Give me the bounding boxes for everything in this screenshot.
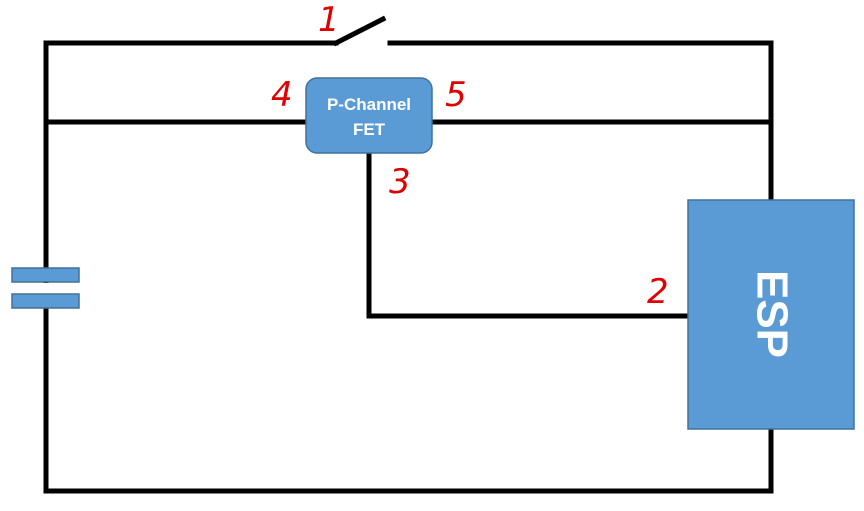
esp-label: ESP — [747, 270, 796, 358]
marker-1: 1 — [318, 0, 340, 40]
capacitor-plate-top — [11, 267, 80, 283]
top-wire-right — [387, 40, 774, 203]
fet-label-line2: FET — [353, 120, 386, 139]
top-wire-left — [43, 40, 339, 494]
bottom-wire — [43, 426, 774, 494]
marker-2: 2 — [647, 272, 669, 312]
marker-3: 3 — [389, 162, 411, 202]
esp-module — [687, 199, 855, 430]
marker-4: 4 — [271, 75, 293, 115]
marker-5: 5 — [445, 75, 467, 115]
fet-label-line1: P-Channel — [327, 95, 411, 114]
capacitor-plate-bottom — [11, 293, 80, 309]
capacitor-gap — [40, 283, 52, 294]
switch-lever — [332, 15, 387, 47]
gate-wire — [366, 150, 691, 319]
p-channel-fet — [305, 77, 433, 154]
